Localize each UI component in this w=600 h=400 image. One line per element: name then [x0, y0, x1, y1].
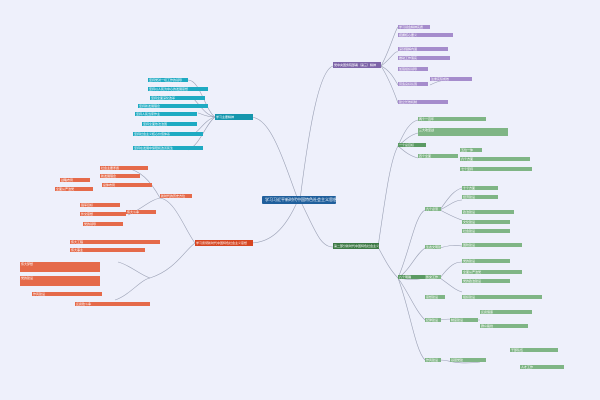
branch-study-spirit[interactable]: 学习主要精神: [215, 114, 253, 120]
teal-item-2[interactable]: 坚持以人民为中心的发展思想: [148, 87, 208, 91]
red-item-16[interactable]: 反腐败斗争: [75, 302, 150, 306]
green-item-29[interactable]: 干部队伍: [510, 348, 558, 352]
green-item-4[interactable]: 四个全面: [418, 154, 458, 158]
green-item-8[interactable]: 八个明确: [398, 275, 428, 279]
red-item-10[interactable]: 伟大斗争: [126, 210, 156, 214]
purple-item-2[interactable]: 把握核心要义: [398, 33, 453, 37]
red-item-5[interactable]: 战略布局: [60, 178, 90, 182]
green-item-14[interactable]: 社会建设: [462, 229, 510, 233]
green-item-24[interactable]: 制度建设: [450, 318, 478, 322]
green-item-20[interactable]: 党的政治建设: [462, 279, 510, 283]
green-item-16[interactable]: 国防建设: [462, 243, 522, 247]
red-item-15[interactable]: 作风建设: [32, 292, 102, 296]
green-item-28[interactable]: 基层党建: [450, 358, 486, 362]
red-item-1[interactable]: 新时代的历史方位: [160, 194, 192, 198]
green-item-27[interactable]: 作风建设: [425, 358, 441, 362]
teal-item-8[interactable]: 坚持在发展中保障和改善民生: [133, 146, 203, 150]
purple-item-4[interactable]: 推动工作落实: [398, 56, 450, 60]
green-item-19[interactable]: 全面从严治党: [462, 270, 522, 274]
red-item-7[interactable]: 强军目标: [80, 203, 120, 207]
green-item-15[interactable]: 生态文明建设: [425, 245, 441, 249]
teal-item-5[interactable]: 坚持人民当家作主: [135, 112, 197, 116]
teal-item-6[interactable]: 坚持全面依法治国: [142, 122, 197, 126]
green-item-10[interactable]: 十个方面: [462, 186, 498, 190]
teal-item-3[interactable]: 坚持全面深化改革: [150, 96, 205, 100]
green-item-9[interactable]: 九个必须: [425, 207, 441, 211]
purple-item-5[interactable]: 加强组织领导: [398, 67, 428, 71]
green-item-2[interactable]: 两个一百年: [418, 117, 486, 121]
teal-item-4[interactable]: 坚持新发展理念: [138, 104, 208, 108]
green-item-11[interactable]: 经济建设: [462, 195, 498, 199]
branch-deployment[interactable]: 党中央国务院部署（第三）精神: [333, 62, 381, 68]
green-item-17[interactable]: 外交工作: [425, 275, 441, 279]
red-item-11[interactable]: 伟大工程: [70, 240, 160, 244]
purple-item-7[interactable]: 注重实际成效: [430, 77, 472, 81]
green-item-25[interactable]: 反腐倡廉: [480, 310, 532, 314]
green-item-5[interactable]: 五位一体: [460, 148, 482, 152]
purple-item-8[interactable]: 建立长效机制: [398, 100, 448, 104]
purple-item-3[interactable]: 深刻理解内涵: [398, 47, 448, 51]
red-item-3[interactable]: 新发展理念: [100, 174, 140, 178]
red-item-2[interactable]: 社会主要矛盾: [100, 166, 148, 170]
branch-implement-thought[interactable]: 学习贯彻新时代中国特色社会主义思想: [195, 240, 253, 246]
purple-item-1[interactable]: 学习领会精神实质: [398, 25, 430, 29]
red-item-4[interactable]: 总体布局: [102, 183, 152, 187]
green-item-13[interactable]: 文化建设: [462, 220, 510, 224]
green-item-30[interactable]: 人才工作: [520, 365, 564, 369]
red-item-12[interactable]: 伟大事业: [70, 248, 145, 252]
teal-item-1[interactable]: 坚持党对一切工作的领导: [148, 78, 188, 82]
teal-item-7[interactable]: 坚持社会主义核心价值体系: [133, 132, 203, 136]
red-item-6[interactable]: 全面从严治党: [55, 187, 93, 191]
green-item-3[interactable]: 三大攻坚战: [418, 128, 508, 136]
green-item-6[interactable]: 六个方面: [460, 157, 530, 161]
green-item-1[interactable]: 一个总目标: [398, 143, 426, 147]
green-item-21[interactable]: 思想建设: [425, 295, 445, 299]
purple-item-6[interactable]: 营造良好氛围: [398, 82, 428, 86]
green-item-22[interactable]: 组织建设: [462, 295, 542, 299]
green-item-26[interactable]: 群众路线: [480, 324, 528, 328]
red-item-13[interactable]: 伟大梦想: [20, 262, 100, 272]
green-item-23[interactable]: 纪律建设: [425, 318, 441, 322]
green-item-18[interactable]: 党的建设: [462, 259, 510, 263]
green-item-12[interactable]: 政治建设: [462, 210, 514, 214]
green-item-7[interactable]: 七个坚持: [460, 167, 532, 171]
branch-main-content[interactable]: 第二部分新时代中国特色社会主义思想的主要内容: [333, 243, 379, 249]
root-topic[interactable]: 学习习近平新时代中国特色社会主义思想: [262, 196, 336, 204]
red-item-8[interactable]: 外交思想: [80, 212, 126, 216]
red-item-14[interactable]: 党的建设: [20, 276, 100, 286]
red-item-9[interactable]: 党的领导: [83, 222, 123, 226]
